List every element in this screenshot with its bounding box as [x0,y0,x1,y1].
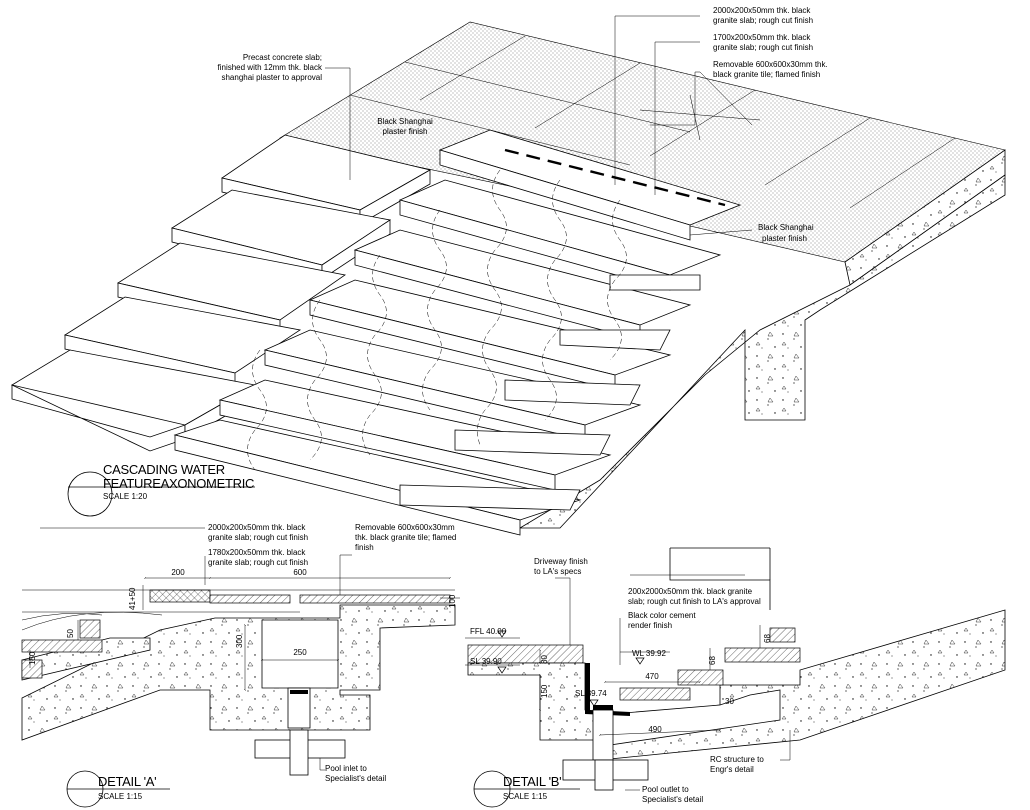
detail-b-title: DETAIL 'B' [503,774,561,789]
note-a-granite1780-2: granite slab; rough cut finish [208,558,308,567]
water-flow-lines [247,169,627,471]
axon-scale: SCALE 1:20 [103,492,148,501]
note-plaster-b2: plaster finish [762,234,807,243]
detail-a-pool-inlet [254,687,346,776]
dim-a-41-50: 41+50 [128,587,137,610]
detail-a-concrete [21,604,456,741]
dim-a-100: 100 [448,594,457,608]
note-b-outlet-2: Specialist's detail [642,795,703,804]
note-b-outlet-1: Pool outlet to [642,785,689,794]
detail-a-basin [261,619,339,689]
note-a-inlet-2: Specialist's detail [325,774,386,783]
dim-a-50: 50 [66,629,75,638]
note-b-rc-1: RC structure to [710,755,764,764]
detail-a-step-slab-2 [21,659,43,679]
detail-b-granite-low [619,687,691,701]
detail-b-notes: Driveway finish to LA's specs 200x2000x5… [534,557,764,804]
note-granite2000-2: granite slab; rough cut finish [713,16,813,25]
dim-b-80: 80 [540,655,549,664]
dim-b-150: 150 [540,684,549,698]
note-b-granite-1: 200x2000x50mm thk. black granite [628,587,753,596]
detail-a-lower-slab [21,639,103,653]
dim-a-600: 600 [293,568,307,577]
level-sl2: SL 39.74 [575,689,607,698]
level-sl1: SL 39.90 [470,657,502,666]
note-granite1700-2: granite slab; rough cut finish [713,43,813,52]
note-a-tile-3: finish [355,543,374,552]
note-tile-2: black granite tile; flamed finish [713,70,820,79]
note-a-granite1780-1: 1780x200x50mm thk. black [208,548,306,557]
detail-a-notes: 2000x200x50mm thk. black granite slab; r… [208,523,456,783]
dim-a-200: 200 [171,568,185,577]
dim-a-150: 150 [28,651,37,665]
note-plaster-a1: Black Shanghai [377,117,433,126]
note-b-render-2: render finish [628,621,672,630]
detail-b-level-markers [497,630,645,707]
note-a-granite2000-1: 2000x200x50mm thk. black [208,523,306,532]
dim-a-250: 250 [293,648,307,657]
detail-a-title-block: DETAIL 'A' SCALE 1:15 [66,770,170,808]
note-a-tile-1: Removable 600x600x30mm [355,523,455,532]
note-a-inlet-1: Pool inlet to [325,764,367,773]
note-precast-2: finished with 12mm thk. black [218,63,323,72]
note-b-granite-2: slab; rough cut finish to LA's approval [628,597,761,606]
note-b-driveway-1: Driveway finish [534,557,588,566]
detail-a-granite-1780 [209,594,291,604]
detail-b-granite-mid [677,669,724,686]
detail-a: 200 600 41+50 100 50 150 300 250 2000x20… [20,523,460,808]
note-a-tile-2: thk. black granite tile; flamed [355,533,456,542]
level-ffl: FFL 40.00 [470,627,507,636]
rc-structure-axon [518,174,1006,529]
detail-b-title-block: DETAIL 'B' SCALE 1:15 [473,770,580,808]
cascade-steps [173,129,742,536]
level-wl: WL 39.92 [632,649,666,658]
note-b-driveway-2: to LA's specs [534,567,581,576]
axon-notes: Precast concrete slab; finished with 12m… [218,6,828,243]
detail-b-upper-frame [669,548,771,610]
note-precast-1: Precast concrete slab; [243,53,322,62]
detail-b-scale: SCALE 1:15 [503,792,548,801]
dim-b-68a: 68 [708,656,717,665]
note-precast-3: shanghai plaster to approval [221,73,322,82]
note-plaster-b1: Black Shanghai [758,223,814,232]
note-a-granite2000-2: granite slab; rough cut finish [208,533,308,542]
dim-b-30: 30 [725,697,734,706]
detail-a-step-slab [79,619,101,639]
detail-a-scale: SCALE 1:15 [98,792,143,801]
dim-b-68b: 68 [763,634,772,643]
dim-b-490: 490 [648,725,662,734]
detail-a-granite-tile [299,594,451,604]
note-b-rc-2: Engr's detail [710,765,754,774]
axon-leaders [325,15,753,236]
note-tile-1: Removable 600x600x30mm thk. [713,60,828,69]
dim-a-300: 300 [235,634,244,648]
detail-b: 80 150 470 490 68 68 30 FFL 40.00 SL 39.… [465,547,1006,808]
detail-a-title: DETAIL 'A' [98,774,156,789]
detail-b-render [585,663,630,716]
detail-b-granite-top [769,627,796,643]
note-b-render-1: Black color cement [628,611,696,620]
note-granite2000-1: 2000x200x50mm thk. black [713,6,811,15]
detail-a-granite-2000 [149,589,211,603]
dim-b-470: 470 [645,672,659,681]
detail-b-granite-high [724,647,801,663]
note-plaster-a2: plaster finish [383,127,428,136]
detail-b-dims [465,574,791,791]
axon-title-line2: FEATUREAXONOMETRIC [103,476,254,491]
detail-a-dims [29,527,460,771]
detail-a-water [21,589,455,631]
note-granite1700-1: 1700x200x50mm thk. black [713,33,811,42]
axon-title-block: CASCADING WATER FEATUREAXONOMETRIC SCALE… [67,462,255,517]
axon-title-line1: CASCADING WATER [103,462,225,477]
axonometric-view: Precast concrete slab; finished with 12m… [10,6,1006,536]
